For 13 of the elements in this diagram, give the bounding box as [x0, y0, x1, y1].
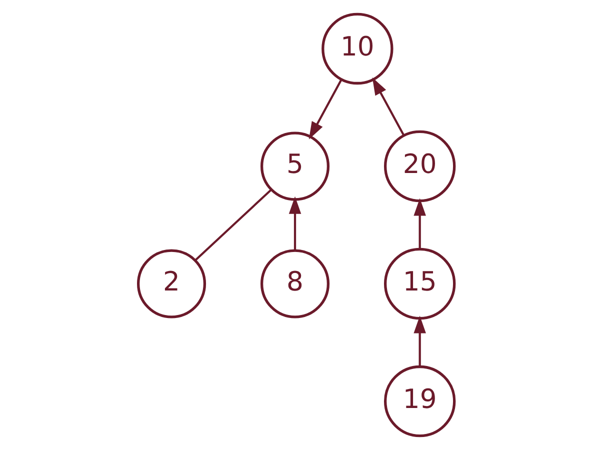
arrow [413, 198, 426, 249]
node-circle: 20 [383, 130, 456, 202]
node-circle: 8 [260, 249, 330, 318]
arrow [288, 196, 301, 250]
node-circle: 5 [260, 132, 330, 201]
arrow [413, 316, 426, 366]
node-circle: 15 [383, 248, 456, 320]
node-circle: 10 [321, 12, 393, 85]
node-circle: 19 [383, 365, 456, 438]
node-circle: 2 [136, 249, 206, 318]
connector [194, 188, 272, 262]
arrow [308, 80, 342, 140]
arrow [372, 77, 404, 136]
